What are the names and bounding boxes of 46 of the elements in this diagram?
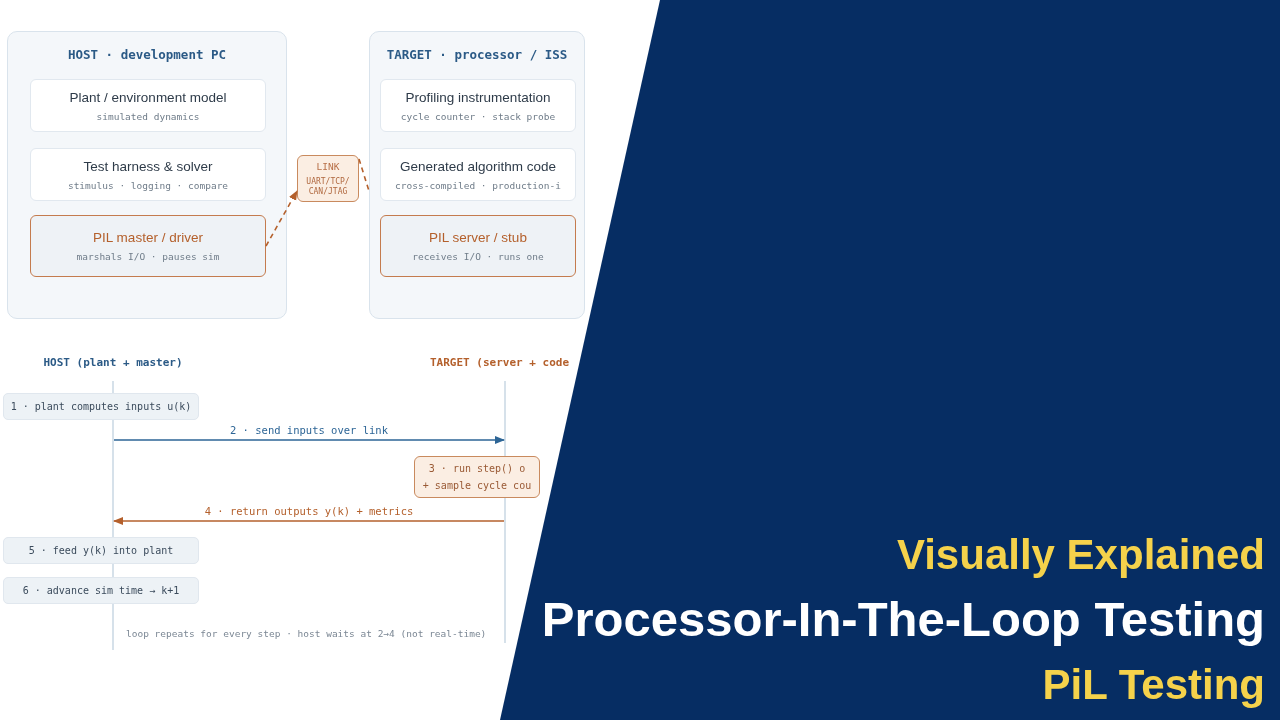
- step-box: [3, 537, 199, 564]
- link-box: [297, 155, 359, 202]
- step-text: 3 · run step() o: [428, 463, 526, 474]
- dashed-line: [358, 158, 370, 192]
- box-subtitle: UART/TCP/ CAN/JTAG: [305, 177, 351, 196]
- dashed-arrow: [265, 190, 298, 247]
- group-panel: [7, 31, 287, 319]
- box-subtitle: stimulus · logging · compare: [67, 179, 229, 191]
- box-title: Test harness & solver: [83, 158, 213, 174]
- note-text: loop repeats for every step · host waits at 2→4 (not real-time): [126, 628, 487, 639]
- message-arrow: [113, 517, 505, 525]
- participant-label: TARGET (server + code: [430, 356, 570, 369]
- box-title: PIL server / stub: [429, 230, 527, 245]
- box-subtitle: marshals I/O · pauses sim: [76, 251, 220, 262]
- box-subtitle: receives I/O · runs one: [412, 251, 544, 262]
- box-subtitle: simulated dynamics: [96, 110, 200, 122]
- box-title: Profiling instrumentation: [405, 89, 551, 105]
- page-title: Processor-In-The-Loop Testing: [541, 595, 1265, 644]
- box-subtitle: cycle counter · stack probe: [400, 110, 556, 122]
- step-box: [414, 456, 540, 498]
- component-box: [380, 148, 576, 201]
- component-box: [30, 148, 266, 201]
- participant-label: HOST (plant + master): [43, 356, 183, 369]
- series-label: Visually Explained: [896, 534, 1265, 576]
- box-title: Generated algorithm code: [399, 158, 557, 174]
- step-text: 5 · feed y(k) into plant: [28, 545, 174, 556]
- group-title: TARGET · processor / ISS: [386, 47, 568, 62]
- message-arrow: [113, 436, 505, 444]
- step-text: 1 · plant computes inputs u(k): [10, 401, 192, 412]
- box-title: PIL master / driver: [93, 230, 203, 245]
- step-box: [3, 577, 199, 604]
- component-box: [30, 79, 266, 132]
- component-box: [30, 215, 266, 277]
- edge-label: 4 · return outputs y(k) + metrics: [202, 505, 416, 517]
- step-box: [3, 393, 199, 420]
- box-subtitle: cross-compiled · production-i: [395, 179, 561, 191]
- group-panel: [369, 31, 585, 319]
- group-title: HOST · development PC: [67, 47, 226, 62]
- step-text: + sample cycle cou: [422, 480, 532, 491]
- edge-label: 2 · send inputs over link: [228, 424, 390, 436]
- box-title: Plant / environment model: [69, 89, 227, 105]
- box-title: LINK: [316, 161, 340, 173]
- subtitle-text: PiL Testing: [1042, 664, 1265, 706]
- step-text: 6 · advance sim time → k+1: [22, 585, 180, 596]
- component-box: [380, 79, 576, 132]
- component-box: [380, 215, 576, 277]
